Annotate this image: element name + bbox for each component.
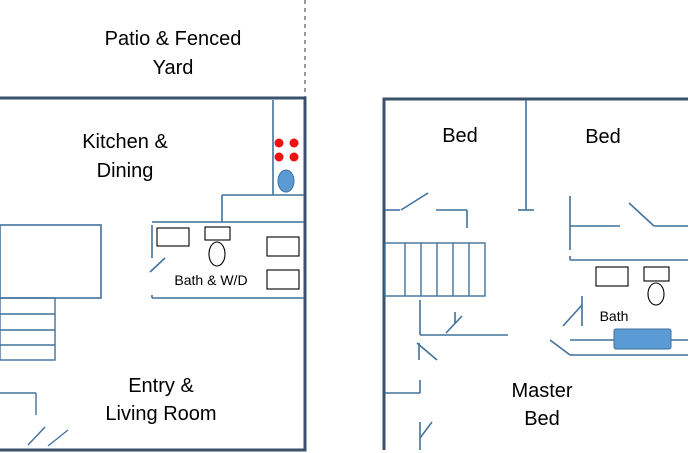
stove-burners-icon [274,138,299,162]
ground-floor-outer-wall [0,96,307,452]
master-label-line2: Bed [524,408,560,430]
patio-label-line2: Yard [153,57,194,79]
entry-label-line1: Entry & [128,375,194,397]
toilet-icon [208,241,226,267]
bed-left-label: Bed [442,125,478,147]
kitchen-label-line1: Kitchen & [82,131,168,153]
bath-wd-label: Bath & W/D [174,272,247,288]
vanity-icon [156,227,190,247]
upper-toilet-icon [647,282,665,306]
ground-floor: Patio & Fenced Yard Kitchen & Dining Bat… [0,28,307,452]
toilet-tank-icon [204,226,231,241]
entry-label-line2: Living Room [105,403,216,425]
bathtub-icon [613,328,672,350]
front-door [0,392,69,447]
kitchen-bath-walls [149,100,304,299]
closet-block [0,224,102,299]
dryer-icon [266,269,300,290]
kitchen-label-line2: Dining [97,160,154,182]
master-label-line1: Master [511,380,572,402]
patio-label-line1: Patio & Fenced [105,28,242,50]
upper-floor: Bed Bed Bath Master Bed [382,97,688,450]
sink-icon [277,169,295,193]
ground-stairs [0,297,56,361]
upper-vanity-icon [595,266,629,287]
bed-right-label: Bed [585,126,621,148]
upper-stairs-icon [384,242,486,297]
upper-floor-outer-wall [382,97,688,450]
upper-toilet-tank-icon [643,266,670,282]
upper-bath-fixtures [595,266,670,306]
washer-icon [266,236,300,257]
bath-label: Bath [600,308,629,324]
bath-fixtures [156,226,300,290]
